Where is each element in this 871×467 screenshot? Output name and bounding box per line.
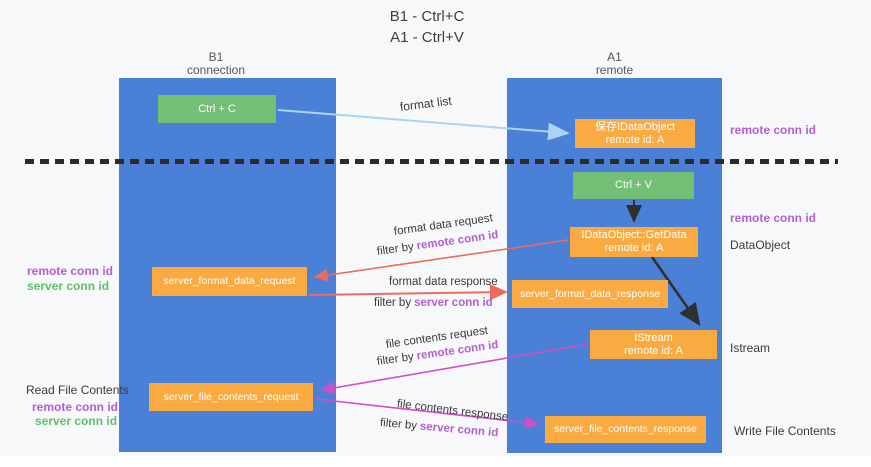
remote-conn-id-left-2: remote conn id — [32, 400, 119, 414]
dataobject-label: DataObject — [730, 238, 791, 252]
server-format-data-response-label: server_format_data_response — [519, 287, 661, 300]
remote-conn-id-right-1: remote conn id — [730, 123, 817, 137]
server-format-data-request-box: server_format_data_request — [152, 267, 307, 296]
lane-a1-subtitle: remote — [595, 63, 634, 77]
remote-conn-id-left-1: remote conn id — [27, 264, 114, 278]
ctrl-c-box: Ctrl + C — [158, 95, 276, 123]
istream-box: IStream remote id: A — [590, 330, 717, 359]
idataobject-getdata-line1: IDataObject::GetData — [581, 229, 687, 241]
read-file-contents-label: Read File Contents — [26, 383, 129, 397]
lane-header-a1: A1 remote — [507, 51, 722, 77]
format-data-response-label: format data response — [389, 276, 498, 288]
server-conn-id-left-1: server conn id — [27, 279, 110, 293]
format-data-response-arrow — [308, 284, 508, 301]
server-format-data-response-box: server_format_data_response — [512, 280, 668, 308]
lane-header-b1: B1 connection — [126, 51, 306, 77]
istream-side-label: Istream — [730, 341, 771, 355]
diagram-title-line1: B1 - Ctrl+C — [389, 8, 465, 25]
ctrl-c-label: Ctrl + C — [198, 102, 236, 115]
idataobject-getdata-line2: remote id: A — [604, 242, 664, 254]
lane-b1-subtitle: connection — [186, 63, 246, 77]
diagram-title-line2: A1 - Ctrl+V — [390, 29, 464, 46]
save-idataobject-line2: remote id: A — [605, 133, 665, 146]
remote-conn-id-right-2: remote conn id — [730, 211, 817, 225]
server-conn-id-text: server conn id — [414, 297, 493, 309]
server-format-data-request-label: server_format_data_request — [163, 275, 296, 287]
save-idataobject-box: 保存IDataObject remote id: A — [575, 119, 695, 148]
server-file-contents-request-box: server_file_contents_request — [149, 383, 313, 411]
idataobject-getdata-box: IDataObject::GetData remote id: A — [570, 227, 698, 257]
bottom-strip — [0, 456, 871, 467]
lane-a1-title: A1 — [607, 50, 622, 64]
server-file-contents-request-label: server_file_contents_request — [163, 390, 299, 403]
istream-box-line1: IStream — [634, 331, 673, 344]
server-conn-id-left-2: server conn id — [35, 414, 118, 428]
ctrl-v-box: Ctrl + V — [573, 172, 694, 199]
format-list-label: format list — [399, 93, 453, 114]
diagram-title: B1 - Ctrl+C A1 - Ctrl+V — [327, 6, 527, 48]
ctrl-v-label: Ctrl + V — [615, 179, 652, 191]
dashed-separator-line — [25, 159, 838, 164]
lane-b1-title: B1 — [208, 50, 224, 64]
server-file-contents-response-box: server_file_contents_response — [545, 416, 706, 443]
istream-box-line2: remote id: A — [624, 344, 683, 357]
server-file-contents-response-label: server_file_contents_response — [553, 423, 697, 435]
write-file-contents-label: Write File Contents — [734, 424, 836, 438]
save-idataobject-line1: 保存IDataObject — [594, 120, 676, 133]
